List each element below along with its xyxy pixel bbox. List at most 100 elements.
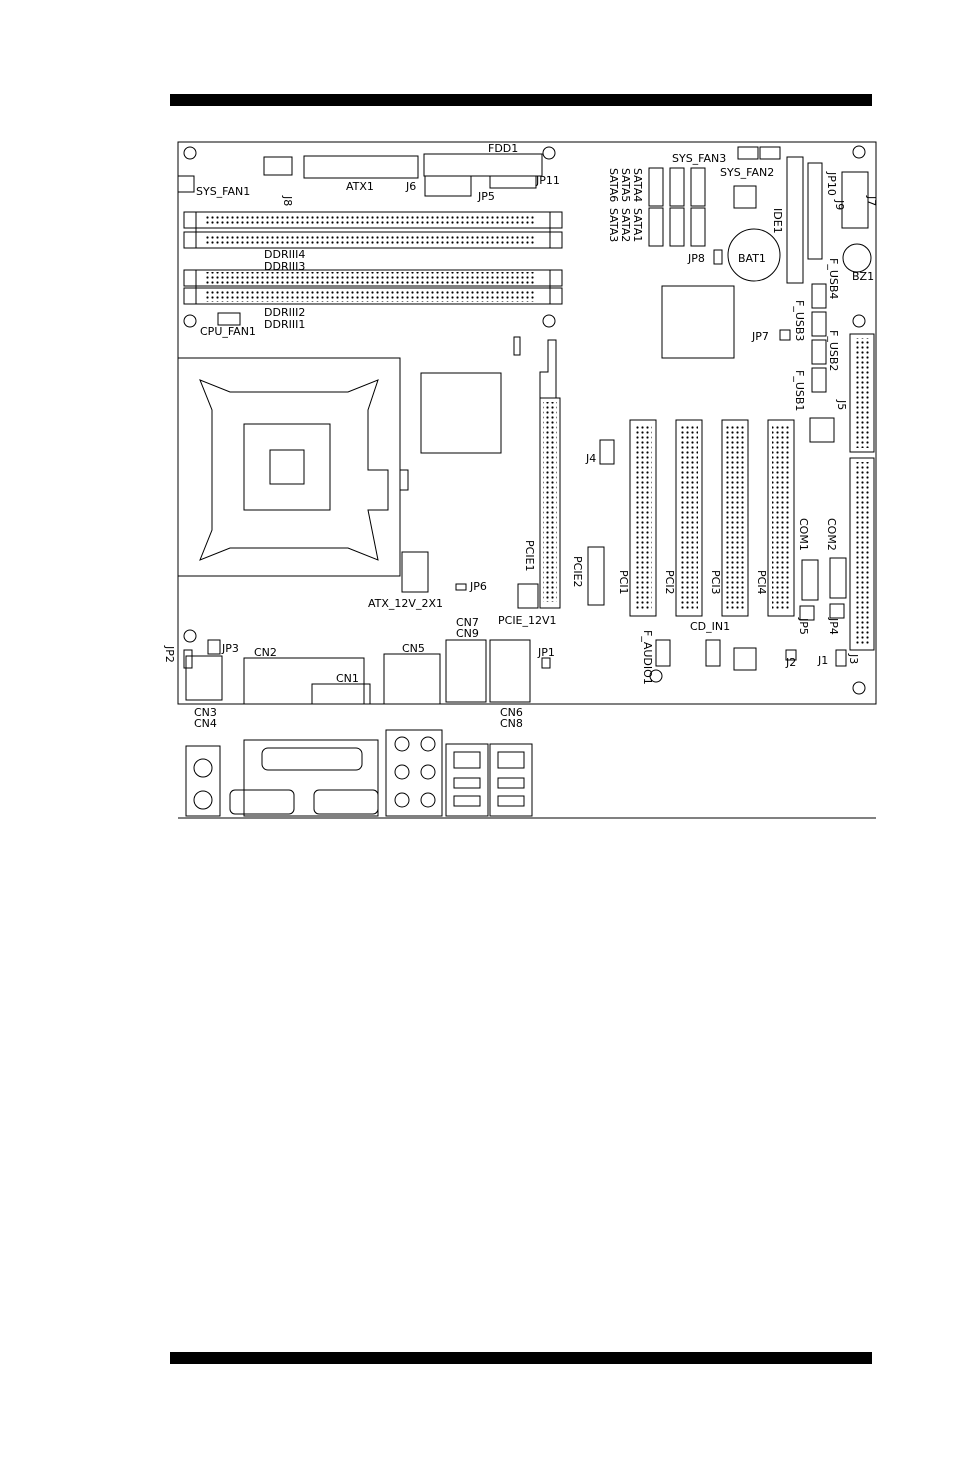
label-pcie2: PCIE2 <box>571 556 584 588</box>
j6-header <box>424 175 472 197</box>
label-f-usb1: F_USB1 <box>793 370 806 411</box>
rear-ps2 <box>185 745 221 817</box>
label-jp2: JP2 <box>163 645 176 663</box>
pcie2-slot <box>587 546 605 606</box>
ddr2-slot <box>183 269 563 287</box>
com1-header <box>801 559 819 601</box>
label-bat1: BAT1 <box>738 252 766 265</box>
label-sata5: SATA5 <box>619 168 632 202</box>
label-sys-fan1: SYS_FAN1 <box>196 185 250 198</box>
label-jp1: JP1 <box>537 646 555 659</box>
sys-fan3-header <box>737 146 759 160</box>
atx-12v-connector <box>401 551 429 593</box>
label-cn8: CN8 <box>500 717 523 730</box>
label-jp8: JP8 <box>687 252 705 265</box>
j5-connector <box>849 333 875 453</box>
cpu-socket <box>177 357 401 577</box>
label-sata4: SATA4 <box>631 168 644 202</box>
label-bz1: BZ1 <box>852 270 874 283</box>
cn2-parallel <box>243 657 365 705</box>
label-f-audio1: F_AUDIO1 <box>641 630 654 685</box>
label-jp10: JP10 <box>825 171 838 196</box>
label-j7: J7 <box>865 195 878 206</box>
label-pci1: PCI1 <box>617 570 630 595</box>
cn1-serial <box>311 683 371 705</box>
j3-area <box>849 457 875 651</box>
label-cn1: CN1 <box>336 672 359 685</box>
northbridge-chip <box>420 372 502 454</box>
ps2-ports <box>185 655 223 701</box>
label-cn4: CN4 <box>194 717 217 730</box>
label-f-usb3: F_USB3 <box>793 300 806 341</box>
label-f-usb4: F_USB4 <box>827 258 840 299</box>
pcie1-slot <box>539 397 561 609</box>
label-ddr3: DDRIII3 <box>264 260 305 273</box>
ide1-connector <box>786 156 804 284</box>
label-jp3: JP3 <box>221 642 239 655</box>
label-f-usb2: F_USB2 <box>827 330 840 371</box>
f-audio1-header <box>655 639 671 667</box>
ddr4-slot <box>183 211 563 229</box>
sys-fan1-header <box>177 175 195 193</box>
label-ddr4: DDRIII4 <box>264 248 305 261</box>
label-jp5b: JP5 <box>797 617 810 635</box>
label-sata3: SATA3 <box>607 208 620 242</box>
j8-header <box>263 156 293 176</box>
jp8-jumper <box>713 249 723 265</box>
footer-rule <box>170 1352 872 1364</box>
label-jp7: JP7 <box>751 330 769 343</box>
label-j2: J2 <box>785 656 796 669</box>
label-com2: COM2 <box>825 518 838 551</box>
rear-lan-usb-2 <box>489 743 533 817</box>
label-sata6: SATA6 <box>607 168 620 202</box>
cn6-cn8-lan-usb <box>489 639 531 703</box>
label-ide1: IDE1 <box>771 208 784 234</box>
bz1-buzzer <box>842 243 872 273</box>
label-j6: J6 <box>405 180 416 193</box>
label-pcie1: PCIE1 <box>523 540 536 572</box>
label-cn9: CN9 <box>456 627 479 640</box>
label-j5: J5 <box>835 399 848 410</box>
label-ddr1: DDRIII1 <box>264 318 305 331</box>
label-cn3: CN3 <box>194 706 217 719</box>
sys-fan2-header <box>759 146 781 160</box>
bat1-battery <box>727 228 781 282</box>
label-jp6: JP6 <box>469 580 487 593</box>
pci2-slot <box>675 419 703 617</box>
label-cn2: CN2 <box>254 646 277 659</box>
label-ddr2: DDRIII2 <box>264 306 305 319</box>
label-sata2: SATA2 <box>619 208 632 242</box>
jp10-connector <box>807 162 823 260</box>
label-jp4: JP4 <box>827 617 840 635</box>
rear-lan-usb-1 <box>445 743 489 817</box>
label-cd-in1: CD_IN1 <box>690 620 730 633</box>
pci4-slot <box>767 419 795 617</box>
label-sata1: SATA1 <box>631 208 644 242</box>
cn5-audio <box>383 653 441 705</box>
jp11-header <box>489 175 537 189</box>
cpu-fan1-header <box>217 312 241 326</box>
pcie-12v1-connector <box>517 583 539 609</box>
label-cn5: CN5 <box>402 642 425 655</box>
label-j4: J4 <box>585 452 596 465</box>
cn7-cn9-lan-usb <box>445 639 487 703</box>
label-cn7: CN7 <box>456 616 479 629</box>
pci3-slot <box>721 419 749 617</box>
label-pci3: PCI3 <box>709 570 722 595</box>
label-pci4: PCI4 <box>755 570 768 595</box>
label-pcie-12v1: PCIE_12V1 <box>498 614 557 627</box>
label-com1: COM1 <box>797 518 810 551</box>
pci1-slot <box>629 419 657 617</box>
label-jp11: JP11 <box>535 174 560 187</box>
label-j9: J9 <box>833 199 846 210</box>
label-j1: J1 <box>817 654 828 667</box>
label-j8: J8 <box>281 195 294 206</box>
label-atx-12v: ATX_12V_2X1 <box>368 597 443 610</box>
j4-header <box>599 439 615 465</box>
header-rule <box>170 94 872 106</box>
label-fdd1: FDD1 <box>488 142 518 155</box>
ddr1-slot <box>183 287 563 305</box>
j7-connector <box>841 171 869 229</box>
southbridge-chip <box>661 285 735 359</box>
label-pci2: PCI2 <box>663 570 676 595</box>
